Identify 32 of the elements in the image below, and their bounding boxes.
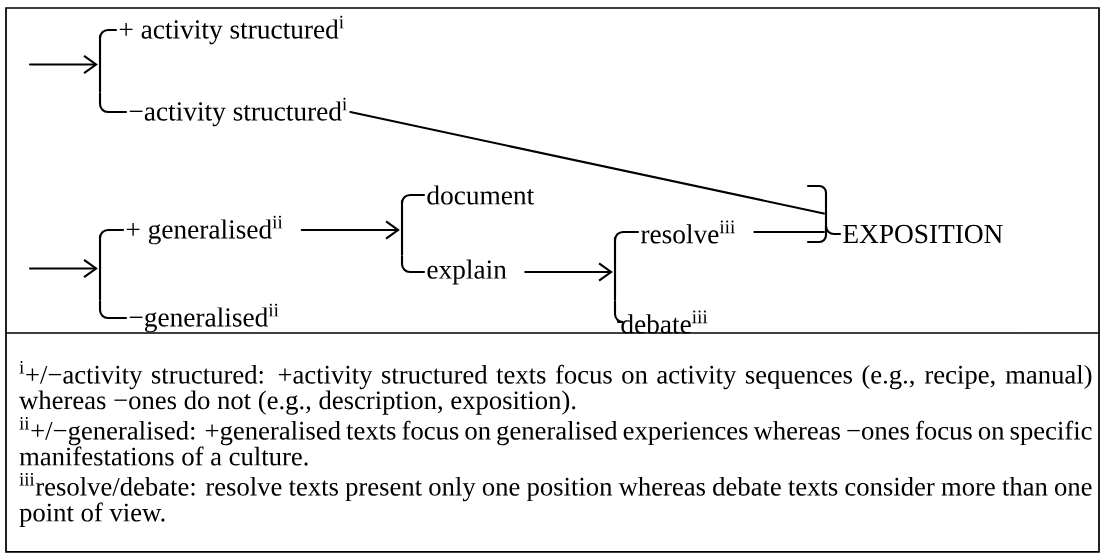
bracket-hook: [613, 230, 640, 242]
bracket-bar: [98, 37, 102, 92]
footnote-text: $^{i}$+/−activity structured: +activity structured texts focus on activity sequences (e.g., recipe, manual) whereas −ones do not (e.g., description, exposition).: [19, 361, 1092, 415]
bracket-hook: [400, 193, 426, 205]
feature-label: + activity structured$^{i}$: [119, 15, 344, 45]
bracket-hook: [98, 228, 125, 240]
feature-label: EXPOSITION: [843, 224, 1003, 244]
arrow: [524, 262, 613, 282]
connector-line: [349, 110, 825, 215]
bracket-hook: [400, 255, 426, 274]
arrow: [28, 258, 98, 279]
bracket-hook: [613, 300, 625, 324]
feature-label: −generalised$^{ii}$: [129, 303, 279, 333]
connector-line: [753, 230, 825, 234]
arrow: [28, 54, 98, 75]
feature-label: −activity structured$^{i}$: [129, 97, 347, 127]
arrow: [300, 220, 400, 240]
bracket-hook: [98, 300, 128, 320]
bracket-bar: [98, 237, 102, 300]
feature-label: resolve$^{iii}$: [640, 220, 735, 244]
feature-label: + generalised$^{ii}$: [126, 215, 283, 245]
feature-label: document: [427, 185, 535, 205]
bracket-hook: [98, 28, 118, 40]
footnote-text: $^{iii}$resolve/debate: resolve texts present only one position whereas debate texts consider more than one point of view.: [19, 473, 1092, 527]
bracket-bar: [613, 239, 617, 300]
bracket-bar: [400, 202, 404, 255]
feature-label: explain: [427, 259, 507, 285]
bracket-hook: [824, 224, 842, 236]
footnote-text: $^{ii}$+/−generalised: +generalised texts focus on generalised experiences whereas −ones focus on specific manifestations of a culture.: [19, 417, 1092, 466]
feature-label: debate$^{iii}$: [621, 310, 708, 334]
right-brace: [806, 184, 828, 244]
bracket-hook: [98, 92, 128, 114]
